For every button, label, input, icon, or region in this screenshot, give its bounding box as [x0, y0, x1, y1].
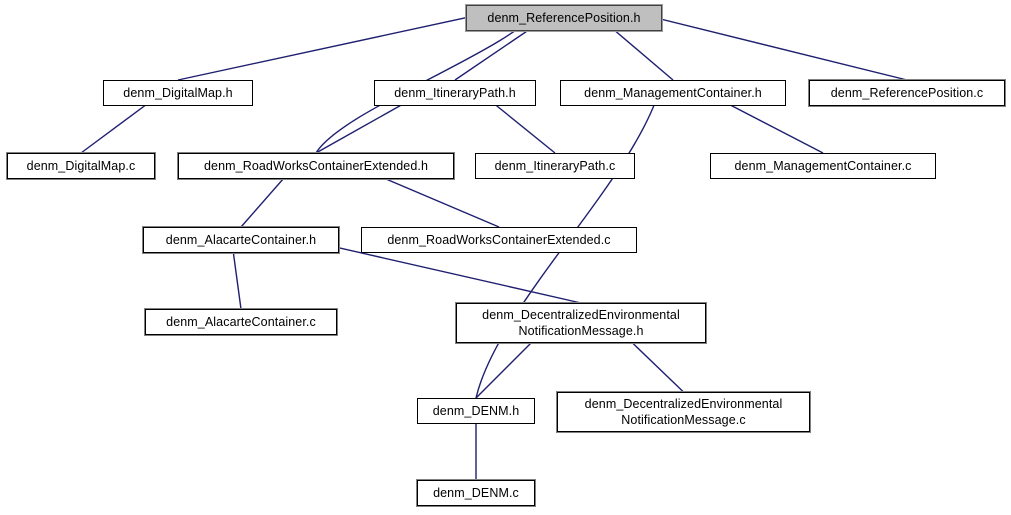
graph-node-mgmt_c[interactable]: denm_ManagementContainer.c — [710, 153, 936, 179]
graph-node-denm_h[interactable]: denm_DENM.h — [417, 398, 535, 424]
graph-node-dmap_h[interactable]: denm_DigitalMap.h — [103, 80, 253, 106]
graph-node-denmsg_h[interactable]: denm_DecentralizedEnvironmental Notifica… — [456, 303, 706, 343]
graph-node-denmsg_c[interactable]: denm_DecentralizedEnvironmental Notifica… — [557, 392, 810, 432]
graph-node-dmap_c[interactable]: denm_DigitalMap.c — [7, 153, 155, 179]
graph-node-label: denm_ManagementContainer.c — [734, 158, 912, 173]
graph-node-label: denm_DENM.h — [432, 403, 520, 418]
graph-node-label: denm_AlacarteContainer.c — [166, 314, 316, 329]
graph-node-rwce_h[interactable]: denm_RoadWorksContainerExtended.h — [178, 153, 454, 179]
graph-node-label: denm_DecentralizedEnvironmental Notifica… — [584, 397, 783, 427]
graph-node-itin_h[interactable]: denm_ItineraryPath.h — [374, 80, 536, 106]
graph-node-label: denm_DecentralizedEnvironmental Notifica… — [482, 308, 680, 338]
graph-node-label: denm_DigitalMap.c — [26, 158, 136, 173]
graph-node-label: denm_AlacarteContainer.h — [165, 232, 317, 247]
graph-node-label: denm_ManagementContainer.h — [584, 85, 762, 100]
graph-node-alac_c[interactable]: denm_AlacarteContainer.c — [145, 309, 337, 335]
graph-node-label: denm_ReferencePosition.h — [487, 10, 641, 25]
graph-edge-dmap_h-to-ref_h — [177, 4, 521, 81]
graph-node-mgmt_h[interactable]: denm_ManagementContainer.h — [560, 80, 786, 106]
graph-node-itin_c[interactable]: denm_ItineraryPath.c — [475, 153, 635, 179]
graph-node-denm_c[interactable]: denm_DENM.c — [417, 480, 535, 506]
graph-node-label: denm_RoadWorksContainerExtended.h — [203, 158, 429, 173]
graph-node-label: denm_DigitalMap.h — [123, 85, 233, 100]
graph-node-ref_c[interactable]: denm_ReferencePosition.c — [809, 80, 1005, 106]
graph-node-ref_h[interactable]: denm_ReferencePosition.h — [466, 5, 662, 31]
graph-node-label: denm_ItineraryPath.c — [494, 158, 616, 173]
graph-node-label: denm_RoadWorksContainerExtended.c — [387, 232, 611, 247]
graph-node-label: denm_ItineraryPath.h — [394, 85, 516, 100]
graph-node-alac_h[interactable]: denm_AlacarteContainer.h — [143, 227, 339, 253]
graph-node-rwce_c[interactable]: denm_RoadWorksContainerExtended.c — [361, 227, 637, 253]
graph-node-label: denm_ReferencePosition.c — [830, 85, 984, 100]
graph-node-label: denm_DENM.c — [433, 485, 519, 500]
